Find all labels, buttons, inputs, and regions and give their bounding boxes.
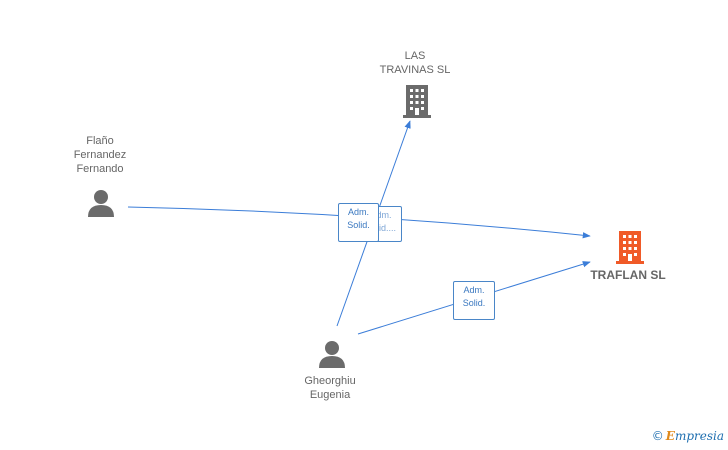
building-icon[interactable] <box>401 83 433 119</box>
brand-initial: E <box>665 429 675 443</box>
edge-label-flano-traflan[interactable]: Adm. Solid. <box>338 203 379 242</box>
person-label-gheorghiu[interactable]: Gheorghiu Eugenia <box>304 375 356 401</box>
company-label-traflan[interactable]: TRAFLAN SL <box>590 268 666 282</box>
person-icon[interactable] <box>317 340 347 368</box>
person-icon[interactable] <box>86 189 116 217</box>
edge-label-gheorghiu-traflan[interactable]: Adm. Solid. <box>453 281 495 320</box>
brand-name: mpresia <box>674 429 724 443</box>
copyright-symbol: © <box>651 429 664 443</box>
empresia-logo: ©Empresia <box>652 429 724 443</box>
person-label-flano[interactable]: Flaño Fernandez Fernando <box>73 135 127 175</box>
company-label-las-travinas[interactable]: LAS TRAVINAS SL <box>379 50 451 76</box>
building-icon-main[interactable] <box>614 229 646 265</box>
